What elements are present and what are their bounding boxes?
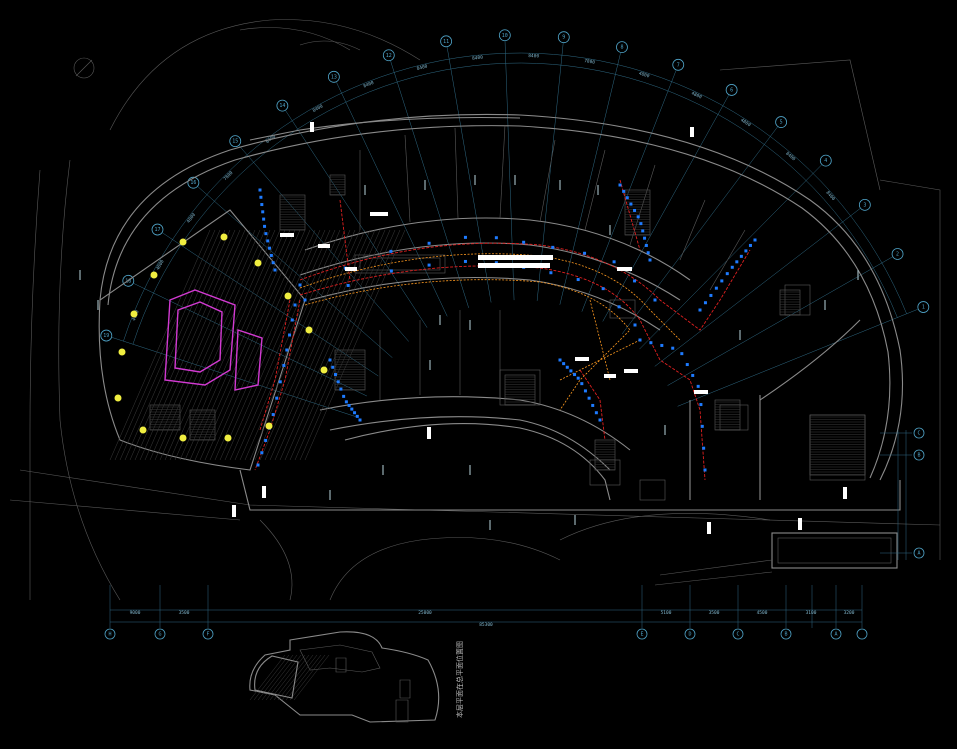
grid-axis-bubble <box>775 116 788 128</box>
grid-axis-label: 2 <box>896 251 899 257</box>
grid-axis-label: 1 <box>922 305 925 311</box>
bottom-total-dimension: 85300 <box>479 622 493 628</box>
grid-axis-label: 12 <box>386 53 392 59</box>
grid-axis-label: 3 <box>863 202 866 208</box>
grid-axis-bubble <box>725 84 738 96</box>
bottom-dimension: 5100 <box>661 610 672 616</box>
site-outline <box>9 19 941 601</box>
bottom-dimension: 3500 <box>179 610 190 616</box>
grid-axis-bubble <box>891 248 904 260</box>
grid-axis-label: 8 <box>620 45 623 51</box>
radial-dimension: 8400 <box>784 151 796 163</box>
key-plan-label: 本层平面在总平面位置图 <box>455 641 464 718</box>
grid-axis-bubble <box>858 198 871 211</box>
bottom-axis-label: E <box>640 632 643 638</box>
grid-axis-label: 13 <box>331 74 337 80</box>
grid-axis-bubble <box>440 35 453 48</box>
radial-dimension: 8400 <box>472 55 484 62</box>
building-facade <box>98 113 904 511</box>
grid-axis-label: 15 <box>232 139 238 145</box>
grid-axis-label: 5 <box>780 120 783 126</box>
grid-axis-label: 9 <box>562 35 565 41</box>
radial-dimension: 8400 <box>824 190 836 202</box>
grid-axis-label: 14 <box>279 103 285 109</box>
fire-alarm-devices <box>256 183 757 472</box>
grid-axis-bubble <box>917 301 930 313</box>
ceiling-lamps <box>114 233 328 442</box>
bottom-dimension: 3500 <box>709 610 720 616</box>
room-labels <box>79 175 859 530</box>
radial-dimension: 8400 <box>416 63 428 71</box>
grid-axis-bubble <box>616 41 628 54</box>
key-plan: 本层平面在总平面位置图 <box>249 631 464 723</box>
stair-hatch-blocks <box>149 174 866 476</box>
radial-dimension: 4800 <box>739 117 752 128</box>
grid-axis-label: 4 <box>824 158 827 164</box>
right-grid-axes: C B A <box>880 427 925 560</box>
grid-axis-bubble <box>557 31 570 44</box>
loading-dock <box>654 532 898 586</box>
grid-axis-label: 19 <box>103 333 109 339</box>
radial-dimension: 8400 <box>528 53 539 59</box>
grid-axis-bubble <box>276 99 289 112</box>
grid-axis-bubble <box>819 154 832 167</box>
radial-dimension: 4800 <box>638 71 650 80</box>
grid-axis-bubble <box>187 176 200 189</box>
radial-dimension: 8400 <box>312 103 325 114</box>
radial-grid-lines: 1948001848001748001678001584001484001384… <box>100 29 930 418</box>
bottom-dimension: 3200 <box>844 610 855 616</box>
grid-axis-label: 17 <box>154 227 160 233</box>
grid-axis-label: 10 <box>502 33 508 39</box>
grid-axis-label: 7 <box>677 62 680 68</box>
bottom-dimension: 25000 <box>418 610 432 616</box>
grid-axis-bubble <box>672 58 685 71</box>
grid-axis-label: 6 <box>730 87 733 93</box>
grid-axis-bubble <box>151 223 164 236</box>
grid-axis-bubble <box>382 49 395 62</box>
grid-axis-label: 11 <box>443 39 449 45</box>
annotation-tags <box>232 122 847 534</box>
grid-axis-bubble <box>327 70 340 83</box>
grid-axis-bubble <box>229 135 242 148</box>
bottom-axis-label: C <box>736 632 739 638</box>
bottom-dimension: 4500 <box>757 610 768 616</box>
right-axis-label: B <box>917 453 920 459</box>
grid-axis-label: 18 <box>125 278 131 284</box>
bottom-axis-label: G <box>158 632 161 638</box>
bottom-axis-label: B <box>784 632 787 638</box>
bottom-axis-label: F <box>206 632 209 638</box>
right-axis-label: A <box>917 551 920 557</box>
bottom-axis-label: D <box>688 632 691 638</box>
grid-axis-bubble <box>100 329 113 342</box>
grid-axis-bubble <box>122 274 135 287</box>
radial-dimension: 4800 <box>186 212 198 224</box>
bottom-dimension: 3100 <box>806 610 817 616</box>
grid-axis-bubble <box>498 29 511 42</box>
bottom-axis-label: H <box>108 632 111 638</box>
bottom-dimension: 9000 <box>130 610 141 616</box>
radial-dimension: 4800 <box>690 90 703 100</box>
radial-dimension: 7800 <box>584 58 596 66</box>
atrium-void <box>109 229 406 461</box>
bottom-axis-label: A <box>834 632 837 638</box>
radial-dimension: 4800 <box>155 259 166 272</box>
radial-dimension: 8400 <box>362 80 375 90</box>
cable-routing <box>254 179 751 481</box>
right-axis-label: C <box>917 431 920 437</box>
grid-axis-label: 16 <box>190 180 196 186</box>
